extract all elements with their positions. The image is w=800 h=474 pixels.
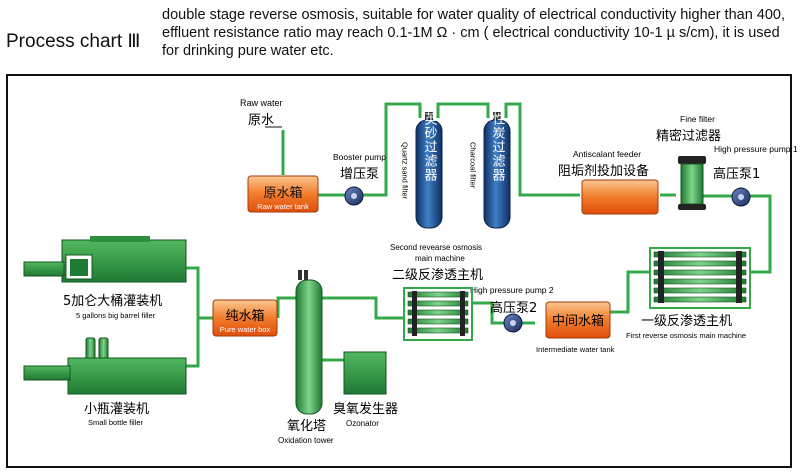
pipe-pump1-to-ro1	[745, 194, 772, 274]
second-ro-machine	[403, 287, 473, 341]
second-ro-en-2: main machine	[415, 254, 465, 263]
pipe-charcoal-to-antiscalant	[504, 102, 580, 197]
pipe-booster-to-quartz	[362, 102, 422, 197]
pipe-quartz-to-charcoal	[436, 102, 490, 118]
barrel-filler-en: 5 gallons big barrel filler	[76, 311, 156, 320]
intermediate-tank-en: Intermediate water tank	[536, 345, 615, 354]
hp-pump1-icon	[731, 187, 751, 207]
barrel-filler-cn: 5加仑大桶灌装机	[63, 294, 162, 309]
fine-filter-en: Fine filter	[680, 114, 715, 124]
ozonator-en: Ozonator	[346, 419, 379, 428]
oxidation-tower-en: Oxidation tower	[278, 436, 334, 445]
hp-pump1-cn: 高压泵1	[713, 166, 760, 182]
oxidation-tower	[295, 270, 323, 415]
booster-pump-en: Booster pump	[333, 152, 386, 162]
fine-filter-icon	[678, 156, 706, 210]
pipe-pump2-to-ro2	[472, 301, 508, 325]
booster-pump-icon	[344, 186, 364, 206]
hp-pump2-en: High pressure pump 2	[470, 285, 554, 295]
first-ro-cn: 一级反渗透主机	[641, 314, 732, 329]
pure-water-box-en: Pure water box	[220, 325, 271, 334]
fine-filter-cn: 精密过滤器	[656, 128, 721, 144]
antiscalant-cn: 阻垢剂投加设备	[558, 163, 649, 179]
hp-pump2-cn: 高压泵2	[490, 300, 537, 316]
first-ro-en: First reverse osmosis main machine	[626, 331, 746, 340]
pure-water-box-cn: 纯水箱	[225, 308, 264, 324]
quartz-filter-en: Quartz sand filter	[401, 142, 410, 200]
barrel-filler-machine	[23, 236, 187, 283]
ozonator-box	[343, 351, 387, 395]
pipes	[186, 102, 772, 368]
bottle-filler-machine	[23, 337, 187, 395]
raw-water-tank-en: Raw water tank	[257, 202, 309, 211]
charcoal-filter-en: Charcoal filter	[469, 142, 478, 189]
raw-water-tank-cn: 原水箱	[263, 185, 302, 201]
intermediate-water-tank: 中间水箱	[545, 301, 611, 339]
quartz-filter-cn: 石英砂过滤器	[422, 98, 438, 182]
pipe-purebox-to-barrel	[186, 266, 213, 320]
pipe-tower-to-purebox	[276, 296, 300, 318]
hp-pump1-en: High pressure pump 1	[714, 144, 798, 154]
antiscalant-tank	[581, 179, 659, 215]
pipe-purebox-to-bottle	[186, 318, 200, 368]
charcoal-filter-cn: 活性炭过滤器	[490, 98, 506, 182]
booster-pump-cn: 增压泵	[340, 167, 379, 182]
quartz-sand-filter: 石英砂过滤器 Quartz sand filter	[401, 98, 443, 229]
raw-water-tank: 原水箱 Raw water tank	[247, 175, 319, 213]
second-ro-cn: 二级反渗透主机	[392, 268, 483, 283]
ozonator-cn: 臭氧发生器	[333, 401, 398, 417]
first-ro-machine	[649, 247, 751, 309]
second-ro-en-1: Second revearse osmosis	[390, 243, 482, 252]
antiscalant-en: Antiscalant feeder	[573, 149, 641, 159]
raw-water-label-cn: 原水	[248, 113, 274, 128]
charcoal-filter: 活性炭过滤器 Charcoal filter	[469, 98, 511, 229]
pipe-ro2-to-tower	[322, 296, 404, 320]
bottle-filler-en: Small bottle filler	[88, 418, 144, 427]
intermediate-tank-cn: 中间水箱	[552, 313, 604, 329]
oxidation-tower-cn: 氧化塔	[287, 419, 326, 434]
raw-water-label-en: Raw water	[240, 98, 283, 108]
page-description: double stage reverse osmosis, suitable f…	[162, 7, 786, 59]
hp-pump2-icon	[503, 313, 523, 333]
pure-water-box: 纯水箱 Pure water box	[212, 299, 278, 337]
diagram-frame	[6, 74, 792, 468]
bottle-filler-cn: 小瓶灌装机	[84, 402, 149, 417]
page-title: Process chart Ⅲ	[6, 31, 141, 52]
